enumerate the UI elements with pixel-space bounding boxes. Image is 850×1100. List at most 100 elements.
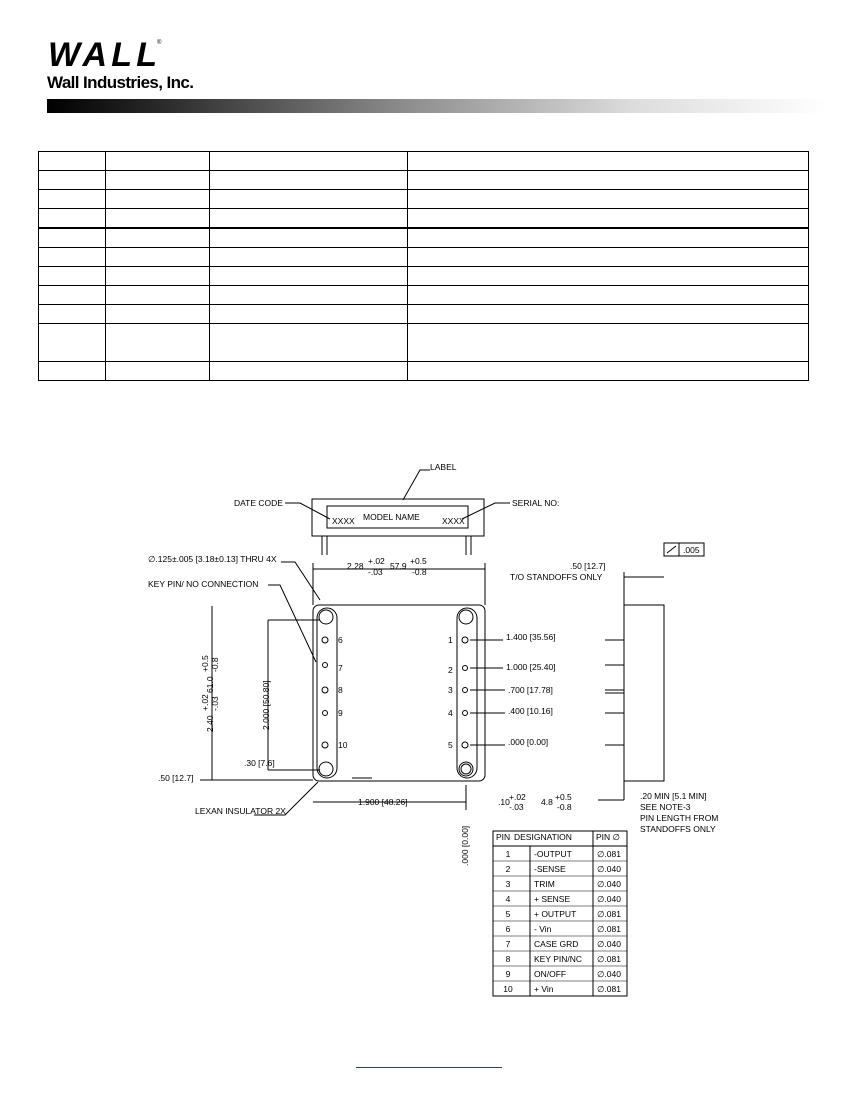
revision-table	[38, 151, 809, 381]
pin-table-cell: ON/OFF	[534, 969, 566, 979]
height-metric-minus: -0.8	[210, 657, 220, 672]
lexan-insulator-left	[316, 607, 338, 779]
logo-text: WALL	[48, 36, 156, 72]
edge-dim: .10	[498, 797, 510, 807]
xxxx-left: XXXX	[332, 516, 355, 526]
edge-metric-minus: -0.8	[557, 802, 572, 812]
height-tol-minus: -.03	[210, 696, 220, 711]
pin-table-cell: 4	[506, 894, 511, 904]
width-tol-plus: +.02	[368, 556, 385, 566]
module-front-view	[312, 604, 486, 782]
pin-span-dim: 2.000 [50.80]	[261, 680, 271, 730]
pin-table-cell: ∅.081	[597, 909, 621, 919]
pin-table-cell: KEY PIN/NC	[534, 954, 582, 964]
height-tol-plus: +.02	[200, 694, 210, 711]
dim-4: .400 [10.16]	[508, 706, 553, 716]
pin-table-cell: 3	[506, 879, 511, 889]
hole-note: ∅.125±.005 [3.18±0.13] THRU 4X	[148, 554, 277, 564]
origin-label: .000 [0.00]	[460, 826, 470, 866]
edge-metric: 4.8	[541, 797, 553, 807]
revision-row	[38, 304, 809, 324]
height-metric-plus: +0.5	[200, 655, 210, 672]
pin-table-cell: 2	[506, 864, 511, 874]
pin-number-label: 2	[448, 665, 453, 675]
pin-table-cell: 10	[503, 984, 513, 994]
standoff-note: T/O STANDOFFS ONLY	[510, 572, 603, 582]
xxxx-right: XXXX	[442, 516, 465, 526]
pin-number-label: 7	[338, 663, 343, 673]
width-metric-minus: -0.8	[412, 567, 427, 577]
pin-table-cell: + OUTPUT	[534, 909, 576, 919]
left-edge-dim: .50 [12.7]	[158, 773, 193, 783]
pin-length-line-1: .20 MIN [5.1 MIN]	[640, 791, 707, 801]
pin-number-label: 3	[448, 685, 453, 695]
revision-row	[38, 170, 809, 190]
pin-table-cell: CASE GRD	[534, 939, 578, 949]
revision-row	[38, 227, 809, 248]
pin-table-header-pin: PIN	[496, 832, 510, 842]
width-metric-plus: +0.5	[410, 556, 427, 566]
pin-table-cell: ∅.040	[597, 879, 621, 889]
height-dim: 2.40	[205, 715, 215, 732]
pin-table-cell: + Vin	[534, 984, 554, 994]
pin-number-label: 6	[338, 635, 343, 645]
pin-table-cell: ∅.040	[597, 939, 621, 949]
lexan-insulator-right	[456, 607, 478, 779]
pin-offset-dim: .30 [7.6]	[244, 758, 275, 768]
edge-metric-plus: +0.5	[555, 792, 572, 802]
pin-table-cell: ∅.081	[597, 954, 621, 964]
pin-table-cell: 7	[506, 939, 511, 949]
dim-3: .700 [17.78]	[508, 685, 553, 695]
edge-tol-plus: +.02	[509, 792, 526, 802]
header-gradient-bar	[47, 99, 827, 113]
serial-no-callout: SERIAL NO:	[512, 498, 559, 508]
pin-table-cell: -OUTPUT	[534, 849, 572, 859]
module-top-view	[311, 498, 485, 537]
pin-number-label: 9	[338, 708, 343, 718]
pin-table-cell: ∅.081	[597, 984, 621, 994]
revision-row	[38, 266, 809, 286]
bottom-dim: 1.900 [48.26]	[358, 797, 408, 807]
width-metric: 57.9	[390, 561, 407, 571]
pin-table-cell: 9	[506, 969, 511, 979]
model-name-text: MODEL NAME	[363, 512, 420, 522]
pin-length-line-2: SEE NOTE-3	[640, 802, 691, 812]
pin-table-cell: 5	[506, 909, 511, 919]
pin-table-header-designation: DESIGNATION	[514, 832, 572, 842]
pin-table-frame	[492, 830, 628, 997]
pin-table-cell: ∅.081	[597, 849, 621, 859]
pin-table-cell: ∅.040	[597, 894, 621, 904]
date-code-callout: DATE CODE	[234, 498, 283, 508]
footer-link-underline[interactable]	[356, 1067, 502, 1068]
dim-1: 1.400 [35.56]	[506, 632, 556, 642]
dim-5: .000 [0.00]	[508, 737, 548, 747]
pin-number-label: 5	[448, 740, 453, 750]
label-callout: LABEL	[430, 462, 457, 472]
pin-table-cell: 1	[506, 849, 511, 859]
width-dim: 2.28	[347, 561, 364, 571]
pin-table-cell: - Vin	[534, 924, 552, 934]
edge-tol-minus: -.03	[509, 802, 524, 812]
height-metric: 61.0	[205, 676, 215, 693]
flatness-value: .005	[683, 545, 700, 555]
revision-row	[38, 189, 809, 209]
pin-table-cell: ∅.040	[597, 969, 621, 979]
module-side-view	[623, 604, 665, 782]
pin-number-label: 4	[448, 708, 453, 718]
pin-table-cell: 6	[506, 924, 511, 934]
pin-table-cell: -SENSE	[534, 864, 566, 874]
revision-row	[38, 361, 809, 381]
pin-number-label: 10	[338, 740, 348, 750]
pin-number-label: 1	[448, 635, 453, 645]
company-name: Wall Industries, Inc.	[47, 73, 194, 92]
dim-2: 1.000 [25.40]	[506, 662, 556, 672]
pin-length-line-4: STANDOFFS ONLY	[640, 824, 716, 834]
svg-text:®: ®	[157, 39, 162, 46]
lexan-note: LEXAN INSULATOR 2X	[195, 806, 286, 816]
pin-number-label: 8	[338, 685, 343, 695]
pin-table-cell: + SENSE	[534, 894, 570, 904]
wall-logo: WALL ®	[48, 36, 162, 72]
standoff-dim: .50 [12.7]	[570, 561, 605, 571]
pin-table-cell: TRIM	[534, 879, 555, 889]
